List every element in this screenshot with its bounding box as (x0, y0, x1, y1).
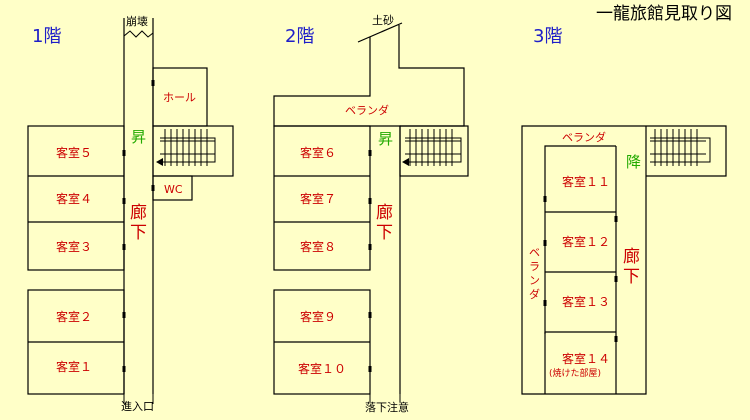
entrance-label: 進入口 (121, 400, 154, 413)
floor-3-veranda-side-char-4: ダ (529, 287, 540, 301)
room-6-label: 客室６ (300, 145, 336, 160)
room-1-label: 客室１ (56, 359, 92, 374)
room-2-label: 客室２ (56, 309, 92, 324)
collapse-label: 崩壊 (126, 14, 148, 28)
floor-3-corridor-char-1: 廊 (623, 247, 640, 267)
fall-warning-label: 落下注意 (365, 400, 409, 414)
room-9-label: 客室９ (300, 309, 336, 324)
floor-2-corridor-char-2: 下 (376, 223, 393, 243)
sand-slope (357, 22, 403, 43)
floor-3-down-label: 降 (626, 153, 641, 171)
floor-2-veranda-label: ベランダ (345, 103, 389, 117)
room-10-label: 客室１０ (298, 361, 346, 376)
floor-1-corridor-char-2: 下 (130, 223, 147, 243)
floor-3-outline (521, 125, 647, 395)
wc-label: WC (164, 183, 183, 196)
room-8-label: 客室８ (300, 239, 336, 254)
floor-1: 1階 (27, 14, 234, 413)
floor-1-up-label: 昇 (131, 128, 146, 146)
room-14-label: 客室１４ (562, 351, 610, 366)
floor-3-veranda-side-char-3: ン (529, 274, 540, 287)
floor-2: 2階 (273, 14, 469, 414)
floor-3-veranda-side-char-2: ラ (529, 260, 540, 273)
room-13-label: 客室１３ (562, 294, 610, 309)
room-11-label: 客室１１ (562, 174, 610, 189)
hall-label: ホール (163, 91, 196, 104)
floor-2-stairs (399, 125, 469, 177)
floor-1-corridor-char-1: 廊 (130, 203, 147, 223)
floor-3-stairs (650, 129, 711, 166)
floor-2-up-label: 昇 (378, 130, 393, 148)
room-12-label: 客室１２ (562, 234, 610, 249)
room-3-label: 客室３ (56, 239, 92, 254)
floor-3-veranda-side-char-1: ベ (529, 246, 540, 259)
room-5-label: 客室５ (56, 145, 92, 160)
burnt-room-label: (焼けた部屋) (549, 367, 601, 379)
floor-2-corridor-char-1: 廊 (376, 203, 393, 223)
floor-3-label: 3階 (533, 26, 562, 47)
floor-2-label: 2階 (285, 26, 314, 47)
plan-title: 一龍旅館見取り図 (596, 4, 732, 24)
sand-label: 土砂 (372, 14, 394, 27)
floor-3: 3階 ベランダ (521, 26, 727, 395)
floor-1-stairs (152, 125, 234, 177)
floor-3-veranda-top-label: ベランダ (562, 130, 606, 144)
collapse-mark (123, 30, 154, 38)
room-7-label: 客室７ (300, 191, 336, 206)
room-4-label: 客室４ (56, 191, 92, 206)
floor-1-label: 1階 (32, 26, 61, 47)
floor-3-corridor-char-2: 下 (623, 267, 640, 287)
